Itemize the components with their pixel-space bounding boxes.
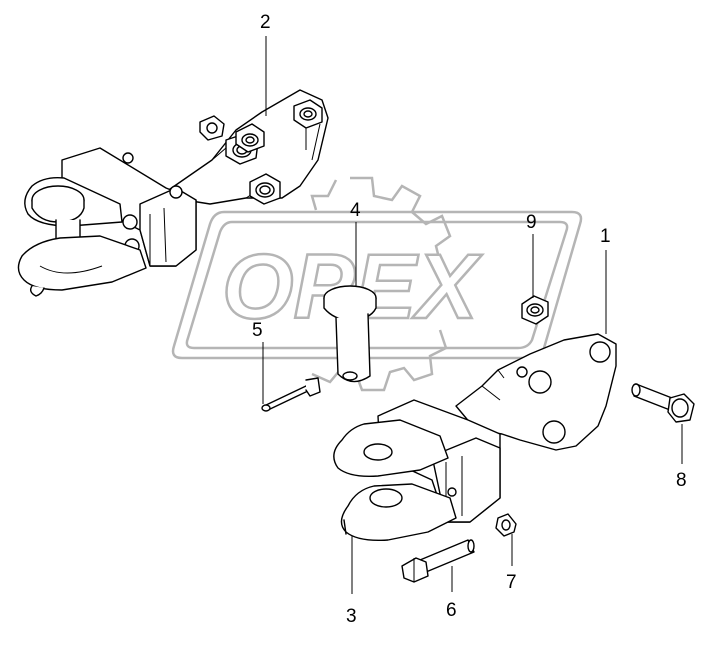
part-9-nut [521,295,549,325]
part-5-cotter-pin [261,377,321,412]
assembly-2-left-bracket [17,89,329,297]
callout-2: 2 [260,12,271,33]
callout-6: 6 [446,600,457,621]
callout-9: 9 [526,212,537,233]
part-7-washer [495,513,517,537]
leader-lines [262,36,683,594]
part-1-right-bracket [455,333,617,451]
bolt-head [199,115,225,141]
callout-4: 4 [350,200,361,221]
opex-watermark-logo: OPEX [171,176,583,392]
logo-frame-inner [185,220,569,350]
part-3-clevis [333,399,501,542]
bolt-nut [249,173,281,205]
callout-5: 5 [252,320,263,341]
part-8-bolt [631,383,695,423]
bolt-nut [293,99,323,129]
part-4-pin [323,285,377,383]
callout-7: 7 [506,572,517,593]
part-6-bolt [401,539,475,583]
bolt-nut [235,123,265,153]
callout-labels: 1 2 3 4 5 6 7 8 9 [252,12,687,627]
callout-8: 8 [676,470,687,491]
callout-1: 1 [600,226,611,247]
callout-3: 3 [346,606,357,627]
